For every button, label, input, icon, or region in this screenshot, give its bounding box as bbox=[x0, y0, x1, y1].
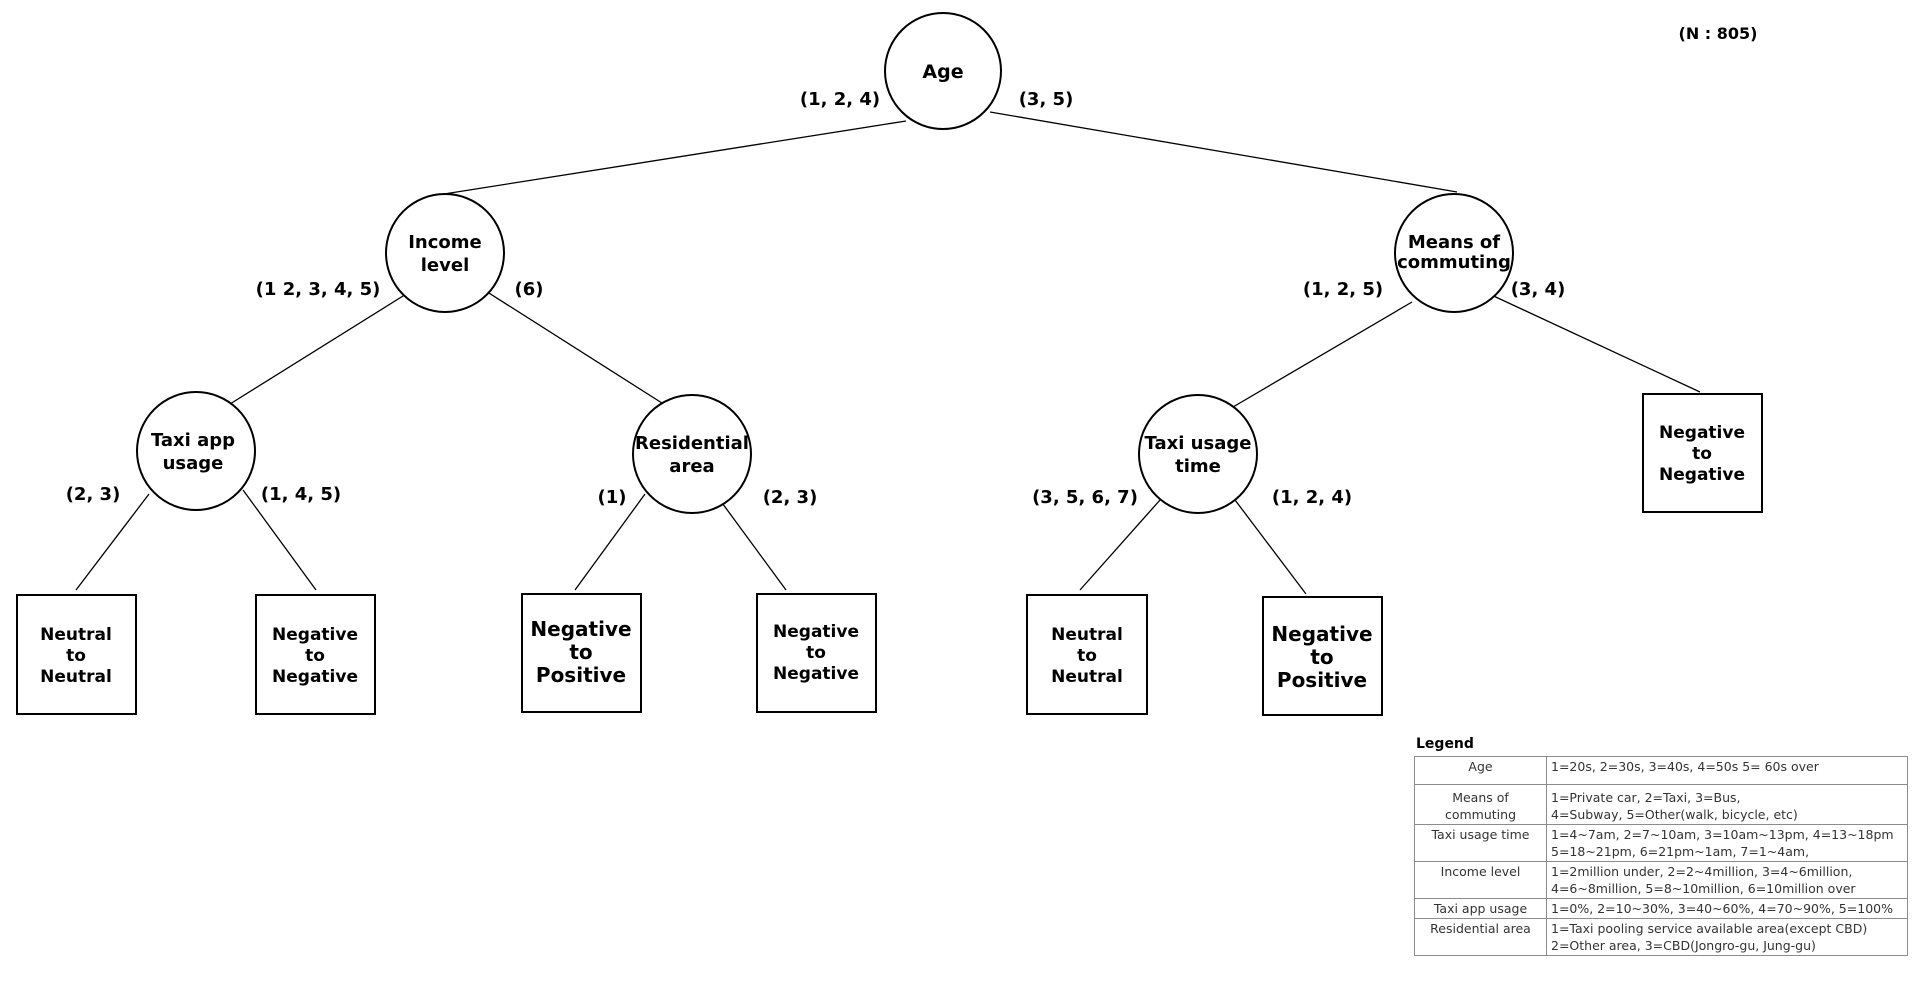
leaf-2-line-3: Negative bbox=[272, 667, 358, 687]
legend-key-commuting: Means of commuting bbox=[1414, 784, 1547, 825]
node-commute-label-1: Means of bbox=[1408, 232, 1500, 253]
leaf-4-line-1: Negative bbox=[773, 622, 859, 642]
edge-label-income-left: (1 2, 3, 4, 5) bbox=[256, 279, 381, 300]
leaf-5-line-3: Neutral bbox=[1051, 667, 1123, 687]
edge-label-residential-left: (1) bbox=[598, 487, 627, 508]
legend-row: Taxi app usage 1=0%, 2=10~30%, 3=40~60%,… bbox=[1414, 898, 1908, 919]
legend-row: Residential area 1=Taxi pooling service … bbox=[1414, 918, 1908, 956]
leaf-5-line-2: to bbox=[1077, 646, 1097, 666]
edge-label-taxitime-right: (1, 2, 4) bbox=[1272, 487, 1352, 508]
legend-value-residential-area: 1=Taxi pooling service available area(ex… bbox=[1546, 918, 1908, 956]
leaf-5-box bbox=[1026, 594, 1148, 715]
leaf-7-box bbox=[1642, 393, 1763, 513]
legend-value-taxi-usage-time: 1=4~7am, 2=7~10am, 3=10am~13pm, 4=13~18p… bbox=[1546, 824, 1908, 862]
edge-income-taxiapp bbox=[197, 290, 412, 425]
legend-key-taxi-app-usage: Taxi app usage bbox=[1414, 898, 1547, 919]
leaf-7-line-2: to bbox=[1692, 444, 1712, 464]
leaf-7-line-3: Negative bbox=[1659, 465, 1745, 485]
node-commute-label-2: commuting bbox=[1397, 252, 1511, 273]
edge-commute-taxitime bbox=[1203, 301, 1413, 425]
edge-taxiapp-leaf1 bbox=[75, 493, 150, 591]
edge-label-commute-right: (3, 4) bbox=[1511, 279, 1566, 300]
leaf-1-line-3: Neutral bbox=[40, 667, 112, 687]
edge-label-taxiapp-right: (1, 4, 5) bbox=[261, 484, 341, 505]
node-age-label: Age bbox=[922, 61, 963, 83]
node-commute-circle bbox=[1394, 193, 1514, 313]
legend-row: Means of commuting 1=Private car, 2=Taxi… bbox=[1414, 784, 1908, 825]
leaf-5-line-1: Neutral bbox=[1051, 625, 1123, 645]
leaf-1-line-2: to bbox=[66, 646, 86, 666]
sample-size-label: (N : 805) bbox=[1679, 24, 1758, 43]
edge-label-age-left: (1, 2, 4) bbox=[800, 89, 880, 110]
legend-panel: Legend Age 1=20s, 2=30s, 3=40s, 4=50s 5=… bbox=[1414, 736, 1908, 956]
node-taxitime-label-2: time bbox=[1175, 456, 1221, 477]
edge-label-commute-left: (1, 2, 5) bbox=[1303, 279, 1383, 300]
edge-label-age-right: (3, 5) bbox=[1019, 89, 1074, 110]
legend-key-age: Age bbox=[1414, 756, 1547, 785]
leaf-2-line-1: Negative bbox=[272, 625, 358, 645]
leaf-6-line-3: Positive bbox=[1277, 668, 1367, 692]
edge-age-income bbox=[443, 120, 907, 195]
legend-value-taxi-app-usage: 1=0%, 2=10~30%, 3=40~60%, 4=70~90%, 5=10… bbox=[1546, 898, 1908, 919]
edge-label-residential-right: (2, 3) bbox=[763, 487, 818, 508]
edge-taxiapp-leaf2 bbox=[242, 489, 317, 591]
edge-age-commute bbox=[989, 111, 1458, 193]
edge-taxitime-leaf5 bbox=[1079, 499, 1161, 591]
node-age-circle bbox=[884, 12, 1002, 130]
leaf-3-box bbox=[521, 593, 642, 713]
node-taxitime-circle bbox=[1138, 394, 1258, 514]
node-income-label-1: Income bbox=[408, 232, 482, 253]
leaf-4-line-3: Negative bbox=[773, 664, 859, 684]
legend-table: Age 1=20s, 2=30s, 3=40s, 4=50s 5= 60s ov… bbox=[1414, 756, 1908, 956]
node-residential-circle bbox=[632, 394, 752, 514]
leaf-3-line-1: Negative bbox=[530, 617, 631, 641]
leaf-3-line-2: to bbox=[569, 640, 592, 664]
node-income-label-2: level bbox=[421, 255, 470, 276]
leaf-6-box bbox=[1262, 596, 1383, 716]
edge-label-taxitime-left: (3, 5, 6, 7) bbox=[1032, 487, 1138, 508]
edge-residential-leaf4 bbox=[716, 495, 787, 591]
node-taxiapp-label-1: Taxi app bbox=[151, 430, 235, 451]
edge-commute-leaf7 bbox=[1484, 291, 1701, 393]
node-income-circle bbox=[385, 193, 505, 313]
legend-value-income-level: 1=2million under, 2=2~4million, 3=4~6mil… bbox=[1546, 861, 1908, 899]
node-residential-label-2: area bbox=[669, 456, 714, 477]
leaf-6-line-1: Negative bbox=[1271, 622, 1372, 646]
leaf-1-box bbox=[16, 594, 137, 715]
node-taxitime-label-1: Taxi usage bbox=[1145, 433, 1252, 454]
edge-income-residential bbox=[480, 287, 696, 425]
leaf-4-line-2: to bbox=[806, 643, 826, 663]
legend-value-age: 1=20s, 2=30s, 3=40s, 4=50s 5= 60s over bbox=[1546, 756, 1908, 785]
legend-value-commuting: 1=Private car, 2=Taxi, 3=Bus, 4=Subway, … bbox=[1546, 784, 1908, 825]
legend-title: Legend bbox=[1416, 736, 1474, 752]
leaf-4-box bbox=[756, 593, 877, 713]
legend-key-taxi-usage-time: Taxi usage time bbox=[1414, 824, 1547, 862]
edge-residential-leaf3 bbox=[574, 493, 646, 591]
legend-row: Income level 1=2million under, 2=2~4mill… bbox=[1414, 861, 1908, 899]
node-taxiapp-label-2: usage bbox=[163, 453, 224, 474]
legend-row: Taxi usage time 1=4~7am, 2=7~10am, 3=10a… bbox=[1414, 824, 1908, 862]
legend-key-residential-area: Residential area bbox=[1414, 918, 1547, 956]
edge-label-income-right: (6) bbox=[515, 279, 544, 300]
leaf-2-box bbox=[255, 594, 376, 715]
leaf-2-line-2: to bbox=[305, 646, 325, 666]
leaf-3-line-3: Positive bbox=[536, 663, 626, 687]
node-residential-label-1: Residential bbox=[635, 433, 749, 454]
legend-key-income-level: Income level bbox=[1414, 861, 1547, 899]
edge-label-taxiapp-left: (2, 3) bbox=[66, 484, 121, 505]
leaf-7-line-1: Negative bbox=[1659, 423, 1745, 443]
edge-taxitime-leaf6 bbox=[1231, 495, 1307, 595]
leaf-1-line-1: Neutral bbox=[40, 625, 112, 645]
legend-row: Age 1=20s, 2=30s, 3=40s, 4=50s 5= 60s ov… bbox=[1414, 756, 1908, 785]
node-taxiapp-circle bbox=[136, 391, 256, 511]
leaf-6-line-2: to bbox=[1310, 645, 1333, 669]
